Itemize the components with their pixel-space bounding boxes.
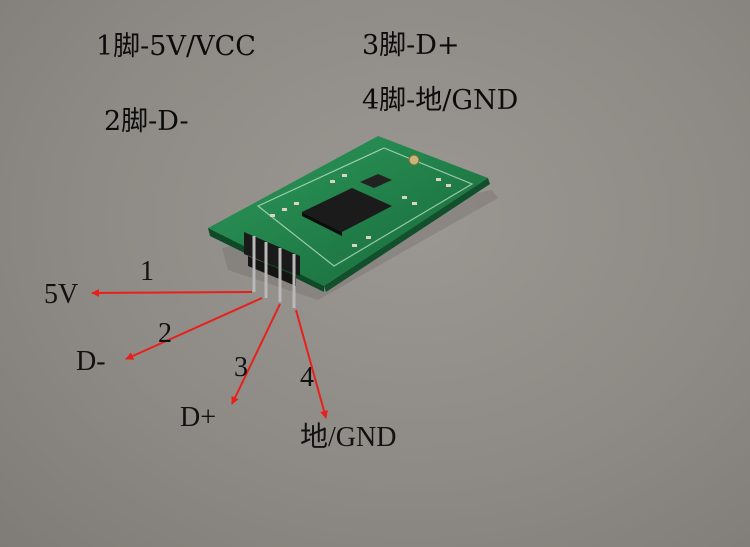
legend-pin2: 2脚-D- [104,106,189,137]
smd-components [270,174,451,247]
legend-pin1: 1脚-5V/VCC [96,31,256,62]
pin-number-2: 2 [158,318,172,349]
arrow-label-d-minus: D- [76,346,106,377]
arrow-pin3 [231,303,281,405]
pin-number-1: 1 [140,256,154,287]
small-chip [360,174,392,188]
pcb-edge-side [324,178,490,292]
arrow-label-d-plus: D+ [180,402,217,433]
arrow-pin4 [295,309,328,419]
antenna-connector [408,154,420,166]
pin-number-4: 4 [300,362,314,393]
pin-arrows [91,288,328,419]
legend-pin3: 3脚-D+ [362,30,460,61]
arrow-label-gnd: 地/GND [300,422,397,453]
arrow-pin1 [91,288,253,297]
pin-header [244,232,300,308]
legend-pin4: 4脚-地/GND [362,85,519,116]
silkscreen-outline [256,147,474,267]
pin-number-3: 3 [234,352,248,383]
main-chip [302,188,392,236]
arrow-label-5v: 5V [44,279,79,310]
arrow-pin2 [125,297,263,360]
